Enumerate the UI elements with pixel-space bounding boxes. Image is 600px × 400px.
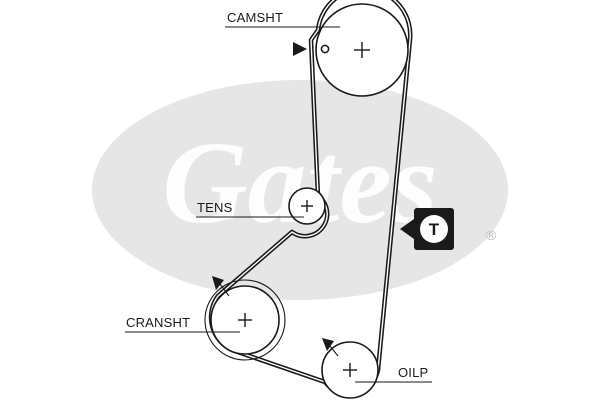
oil-pump-timing-line [329,345,339,357]
oil-pump-label: OILP [398,365,428,380]
crankshaft-outer-ring [204,279,286,361]
oil-pump-pulley [321,338,379,399]
crankshaft-label: CRANSHT [126,315,190,330]
crankshaft-pulley [204,276,286,361]
registered-mark: ® [486,227,497,243]
crankshaft-timing-line [219,283,230,297]
camshaft-timing-mark-dot [320,44,330,54]
camshaft-label: CAMSHT [227,10,283,25]
tensioner-label: TENS [197,200,233,215]
tension-badge: T [400,208,454,250]
crankshaft-timing-arrow-icon [212,276,224,290]
camshaft-timing-arrow-icon [293,42,307,56]
tension-badge-pointer-icon [400,219,414,239]
oil-pump-timing-arrow-icon [322,338,334,351]
tension-badge-circle [420,215,448,243]
tension-badge-letter: T [429,220,440,239]
tensioner-pulley [288,187,326,225]
